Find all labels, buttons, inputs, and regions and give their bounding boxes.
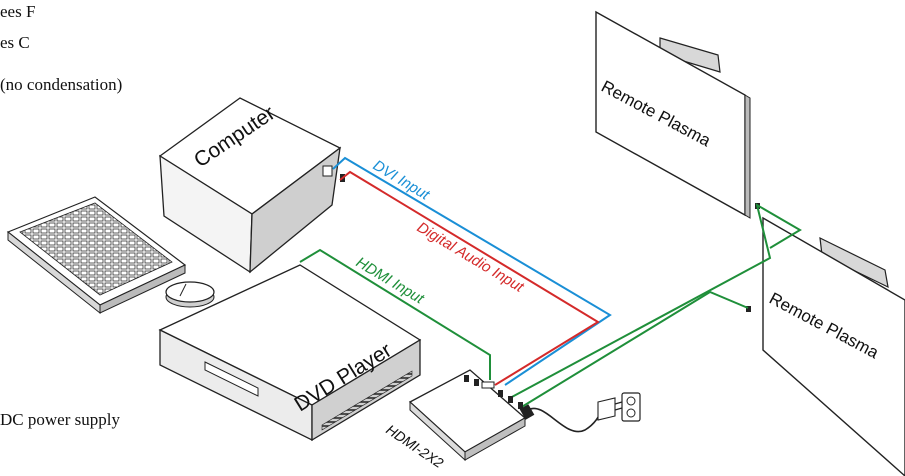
digital-audio-input-label: Digital Audio Input xyxy=(414,219,527,296)
dvd-player xyxy=(158,264,422,442)
spec-text-humidity: (no condensation) xyxy=(0,75,123,94)
dvi-input-label: DVI Input xyxy=(370,157,433,204)
power-adapter-icon xyxy=(597,397,623,421)
remote-plasma-bottom xyxy=(746,216,905,476)
spec-text-temp-c: es C xyxy=(0,33,30,52)
remote-plasma-top xyxy=(595,10,760,219)
power-cable xyxy=(519,404,601,433)
spec-text-temp-f: ees F xyxy=(0,2,36,21)
mouse-icon xyxy=(165,281,215,308)
hdmi-input-cable xyxy=(299,248,491,380)
keyboard-icon xyxy=(6,196,187,315)
hdmi-2x2-box xyxy=(408,369,527,462)
hdmi-output-cable-bottom xyxy=(519,290,749,409)
hdmi-output-cable-top xyxy=(509,202,802,399)
hdmi-box-connectors xyxy=(464,375,523,409)
hdmi-input-label: HDMI Input xyxy=(353,254,427,308)
wall-outlet-icon xyxy=(621,392,641,422)
computer-tower xyxy=(158,97,345,274)
digital-audio-cable xyxy=(339,170,600,386)
spec-text-power: DC power supply xyxy=(0,410,120,429)
dvi-cable xyxy=(332,156,612,386)
